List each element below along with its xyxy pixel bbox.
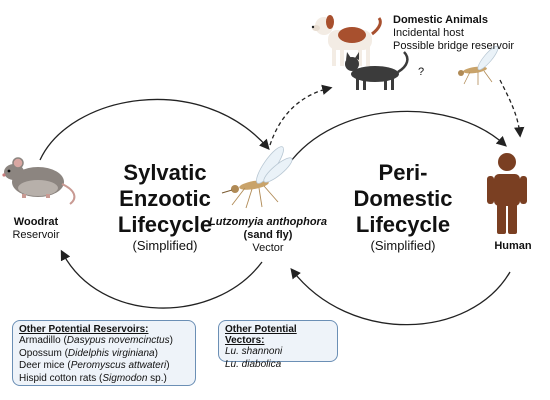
other-vectors-title: Other Potential Vectors: [225,324,297,346]
woodrat-illustration [2,157,76,205]
small-sandfly-illustration [458,45,499,85]
domestic-animals-title: Domestic Animals [393,14,488,26]
reservoir-item: Armadillo (Dasypus novemcinctus) [19,335,173,346]
woodrat-role: Reservoir [12,229,60,241]
sylvatic-title: Sylvatic Enzootic Lifecycle (Simplified) [110,160,220,253]
dog-illustration [311,15,382,66]
woodrat-name: Woodrat [13,216,59,228]
sandfly-role: Vector [252,242,284,254]
human-label: Human [488,240,538,253]
peri-title-line-2: Domestic [353,186,453,211]
domestic-animals-label: Domestic Animals Incidental host Possibl… [393,14,514,53]
sandfly-common-name: (sand fly) [243,229,293,241]
reservoir-item: Opossum (Didelphis virginiana) [19,347,158,359]
peri-title-line-3: Lifecycle [355,212,451,237]
vector-item: Lu. diabolica [225,358,282,370]
human-illustration [487,153,527,234]
domestic-animals-line-2: Possible bridge reservoir [393,40,515,52]
sandfly-species: Lutzomyia anthophora [209,216,327,228]
woodrat-label: Woodrat Reservoir [4,216,68,242]
other-reservoirs-title: Other Potential Reservoirs: [19,324,149,335]
peri-simplified-note: (Simplified) [370,238,436,253]
domestic-animals-line-1: Incidental host [393,27,464,39]
other-vectors-box: Other Potential Vectors: Lu. shannoni Lu… [218,320,338,370]
peri-arrow-bottom [290,267,511,326]
sylvatic-title-line-2: Enzootic [119,186,211,211]
vector-item: Lu. shannoni [225,346,283,357]
peri-title-line-1: Peri- [378,160,428,185]
reservoir-item: Deer mice (Peromyscus attwateri) [19,360,170,371]
other-reservoirs-box: Other Potential Reservoirs: Armadillo (D… [12,320,196,386]
dashed-arrow-fly-to-animals [269,84,333,146]
dashed-arrow-fly-to-human [499,79,525,138]
sylvatic-title-line-1: Sylvatic [123,160,207,185]
question-mark: ? [418,66,425,78]
sylvatic-simplified-note: (Simplified) [132,238,198,253]
sylvatic-arrow-top [39,98,270,161]
sylvatic-arrow-bottom [60,249,263,309]
sandfly-label: Lutzomyia anthophora (sand fly) Vector [208,216,328,255]
sandfly-illustration [221,146,293,209]
human-name: Human [494,240,532,252]
peri-title: Peri- Domestic Lifecycle (Simplified) [348,160,458,253]
reservoir-item: Hispid cotton rats (Sigmodon sp.) [19,372,167,384]
peri-arrow-top [287,110,507,166]
sylvatic-title-line-3: Lifecycle [117,212,213,237]
cat-illustration [345,51,409,90]
